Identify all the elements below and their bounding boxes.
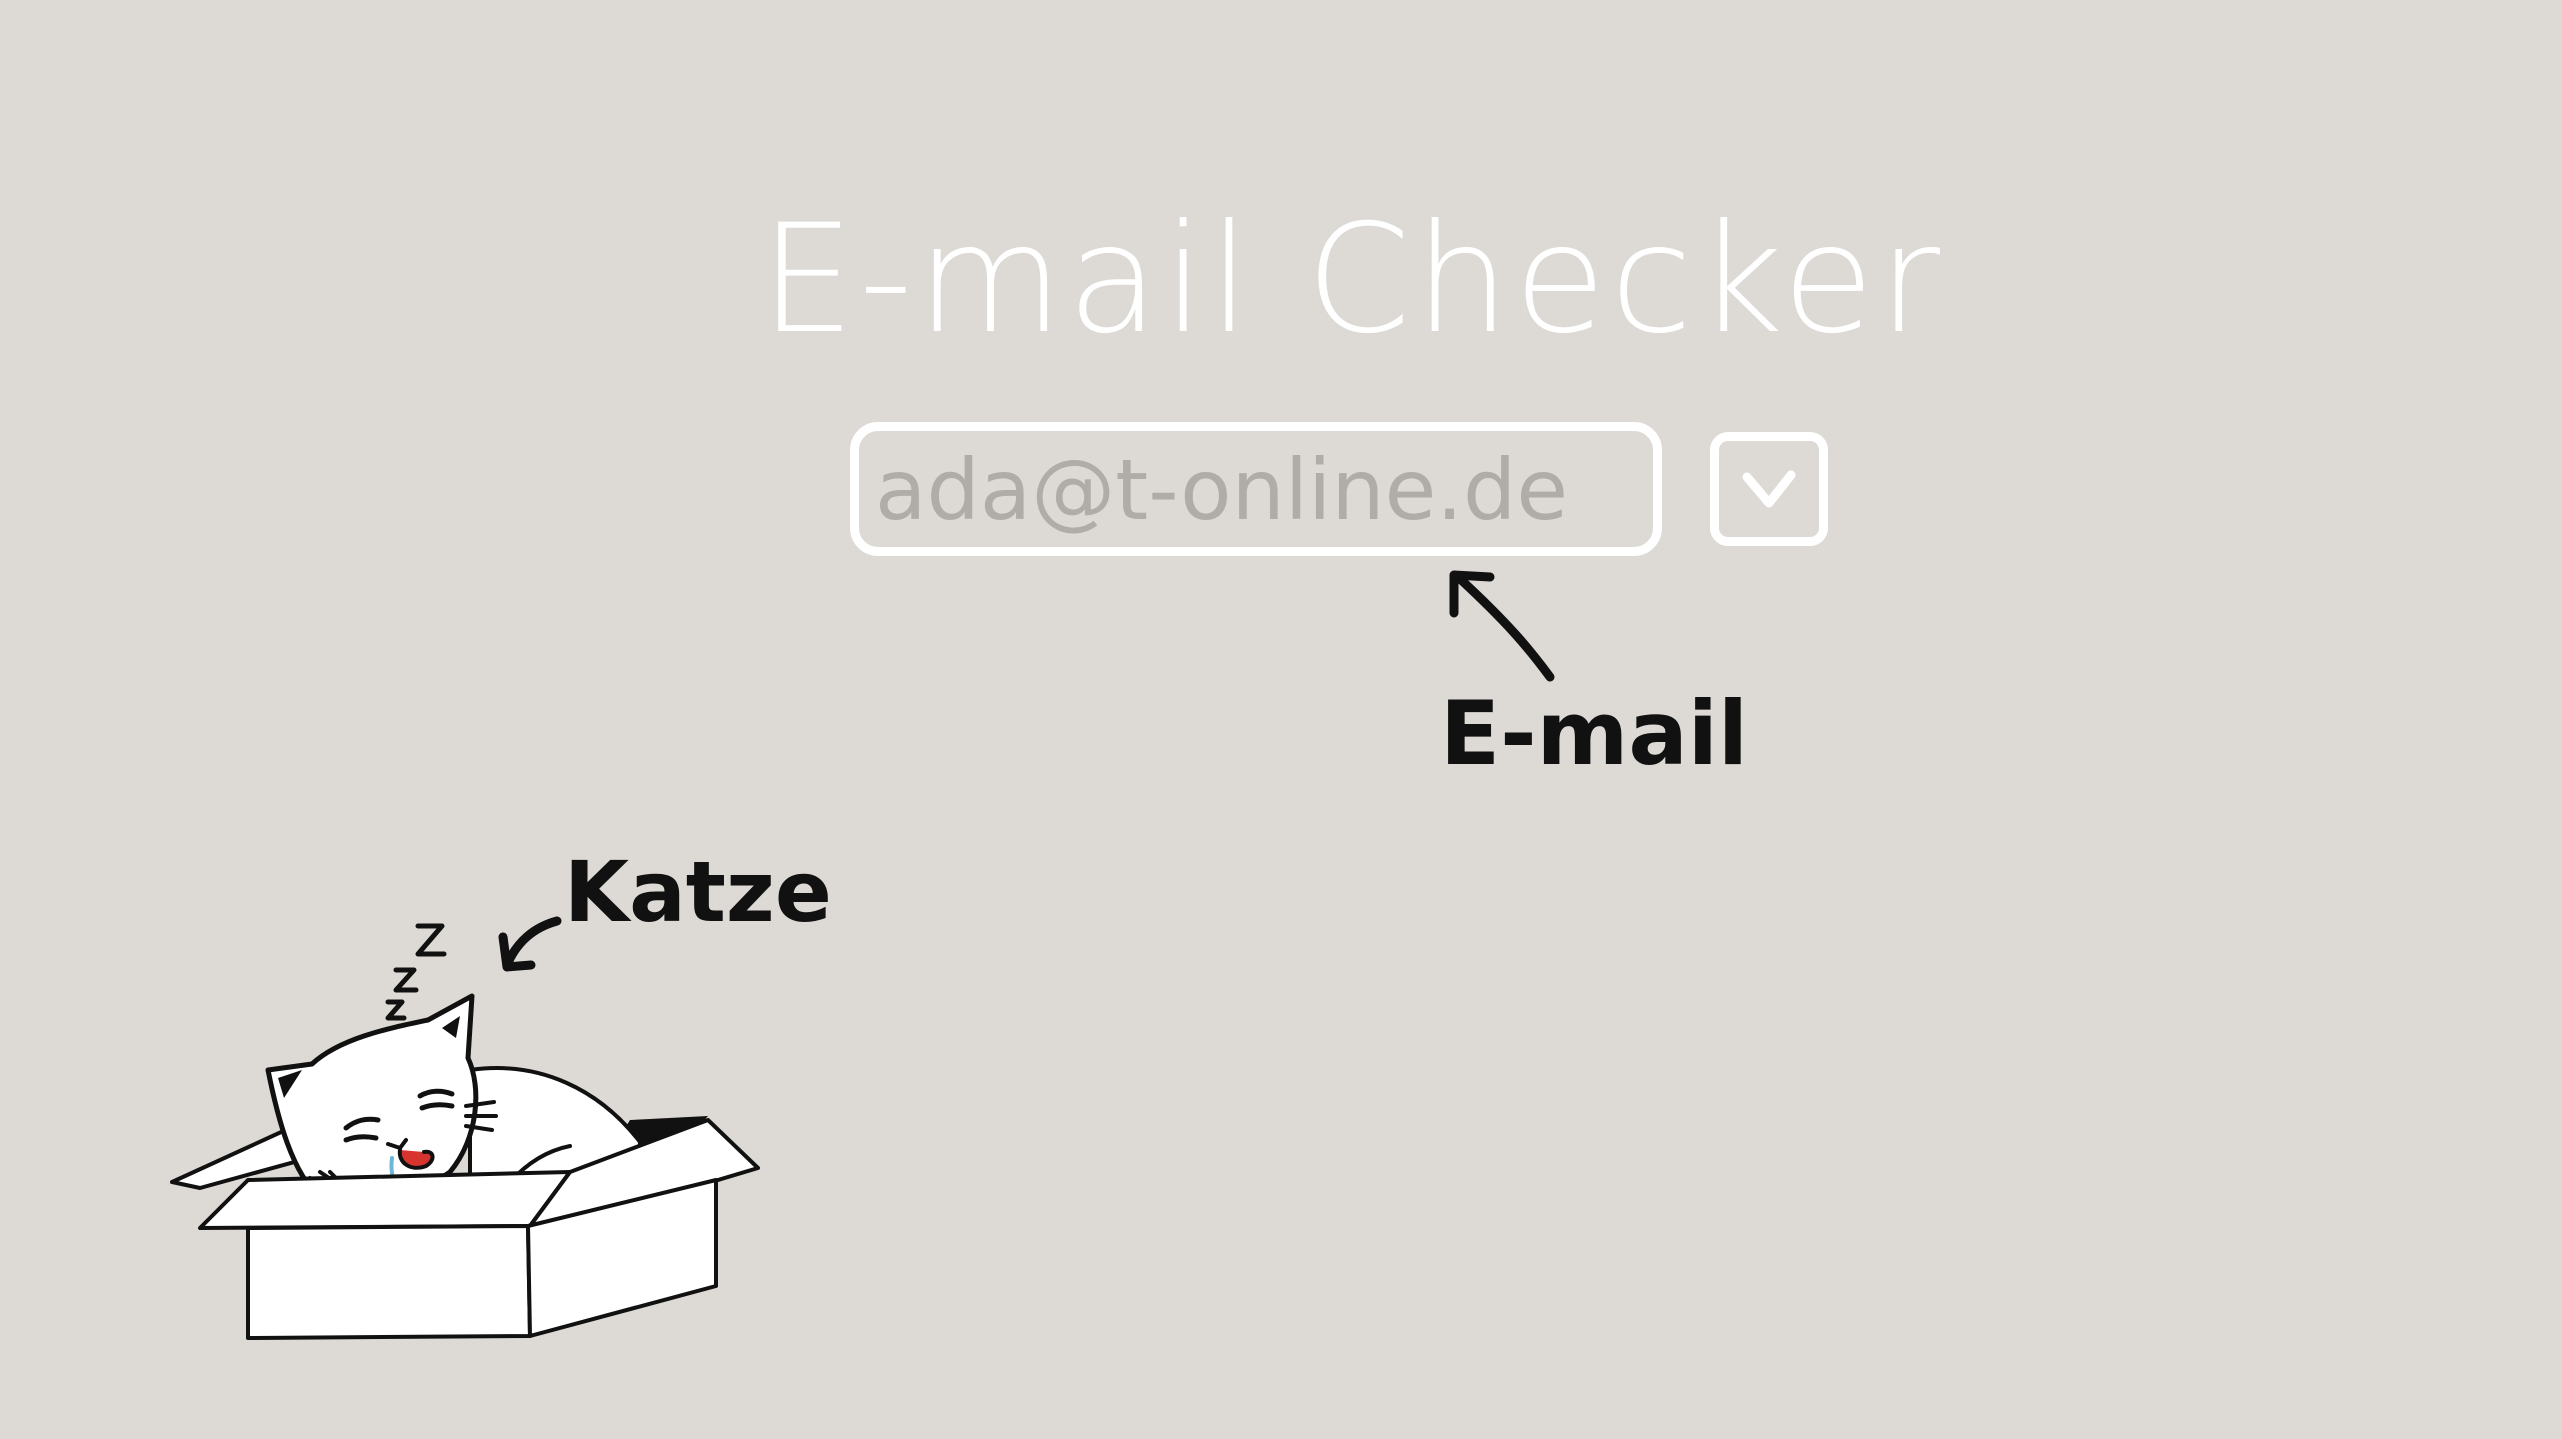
- email-annotation-arrow: [1449, 570, 1555, 682]
- zzz-icon: [385, 923, 447, 1021]
- email-annotation-label: E-mail: [1440, 682, 1749, 785]
- page-title: E-mail Checker: [760, 193, 1945, 367]
- sleeping-cat-illustration: [170, 923, 760, 1340]
- cat-annotation-arrow: [498, 916, 562, 972]
- chevron-down-icon: [1742, 470, 1796, 508]
- check-button[interactable]: [1710, 432, 1828, 546]
- email-input[interactable]: [875, 445, 1645, 535]
- email-field-frame[interactable]: [850, 422, 1662, 556]
- cat-annotation-label: Katze: [564, 843, 832, 941]
